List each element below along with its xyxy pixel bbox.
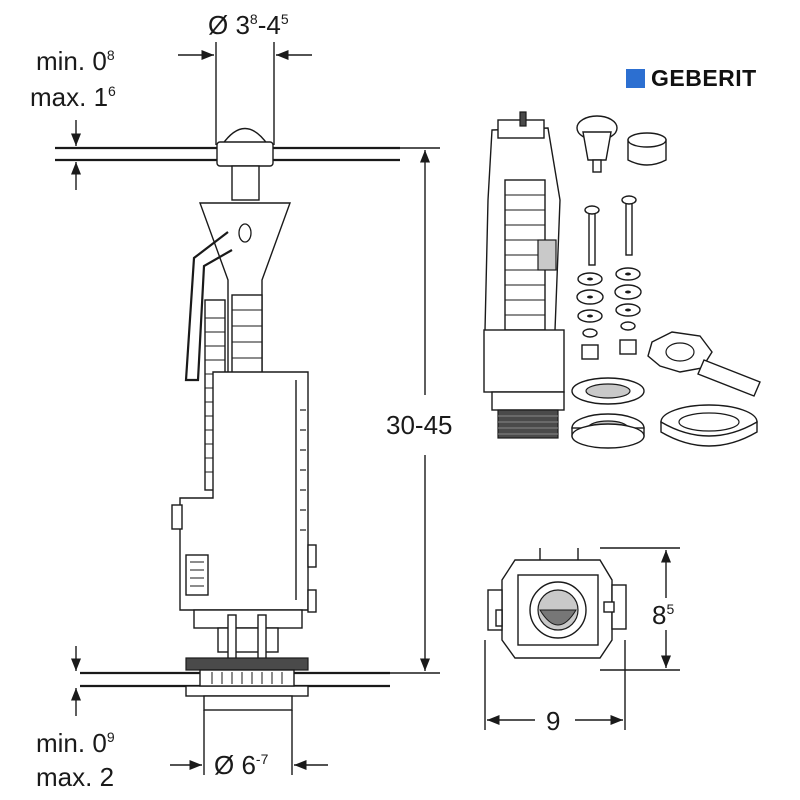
brand-name: GEBERIT: [651, 64, 757, 91]
bottom-diameter-label: Ø 6-7: [214, 750, 269, 780]
brand-square-icon: [626, 68, 645, 88]
top-diameter-label: Ø 38-45: [208, 10, 289, 40]
top-view-height-dimension: 85: [600, 547, 680, 671]
fill-valve-side-view: [55, 128, 400, 711]
washers: [576, 267, 642, 338]
top-max-label: max. 16: [30, 82, 116, 112]
wrench: [647, 331, 761, 397]
bottom-wall-thickness-dimension: min. 09 max. 2: [36, 646, 115, 792]
top-min-label: min. 08: [36, 46, 115, 76]
geberit-logo: GEBERIT: [626, 64, 757, 92]
parts-exploded-view: [483, 111, 761, 449]
top-view-width-dimension: 9: [484, 640, 626, 736]
top-view-height-label: 85: [652, 600, 674, 630]
height-range-label: 30-45: [386, 410, 453, 440]
top-view-width-label: 9: [546, 706, 560, 736]
top-diameter-dimension: Ø 38-45: [178, 10, 312, 145]
bottom-min-label: min. 09: [36, 728, 115, 758]
top-wall-thickness-dimension: min. 08 max. 16: [30, 46, 135, 190]
bottom-max-label: max. 2: [36, 762, 114, 792]
height-dimension: 30-45: [386, 147, 453, 674]
bottom-diameter-dimension: Ø 6-7: [170, 710, 328, 780]
sealing-rings: [571, 377, 758, 449]
fill-valve-top-view: [487, 548, 627, 659]
